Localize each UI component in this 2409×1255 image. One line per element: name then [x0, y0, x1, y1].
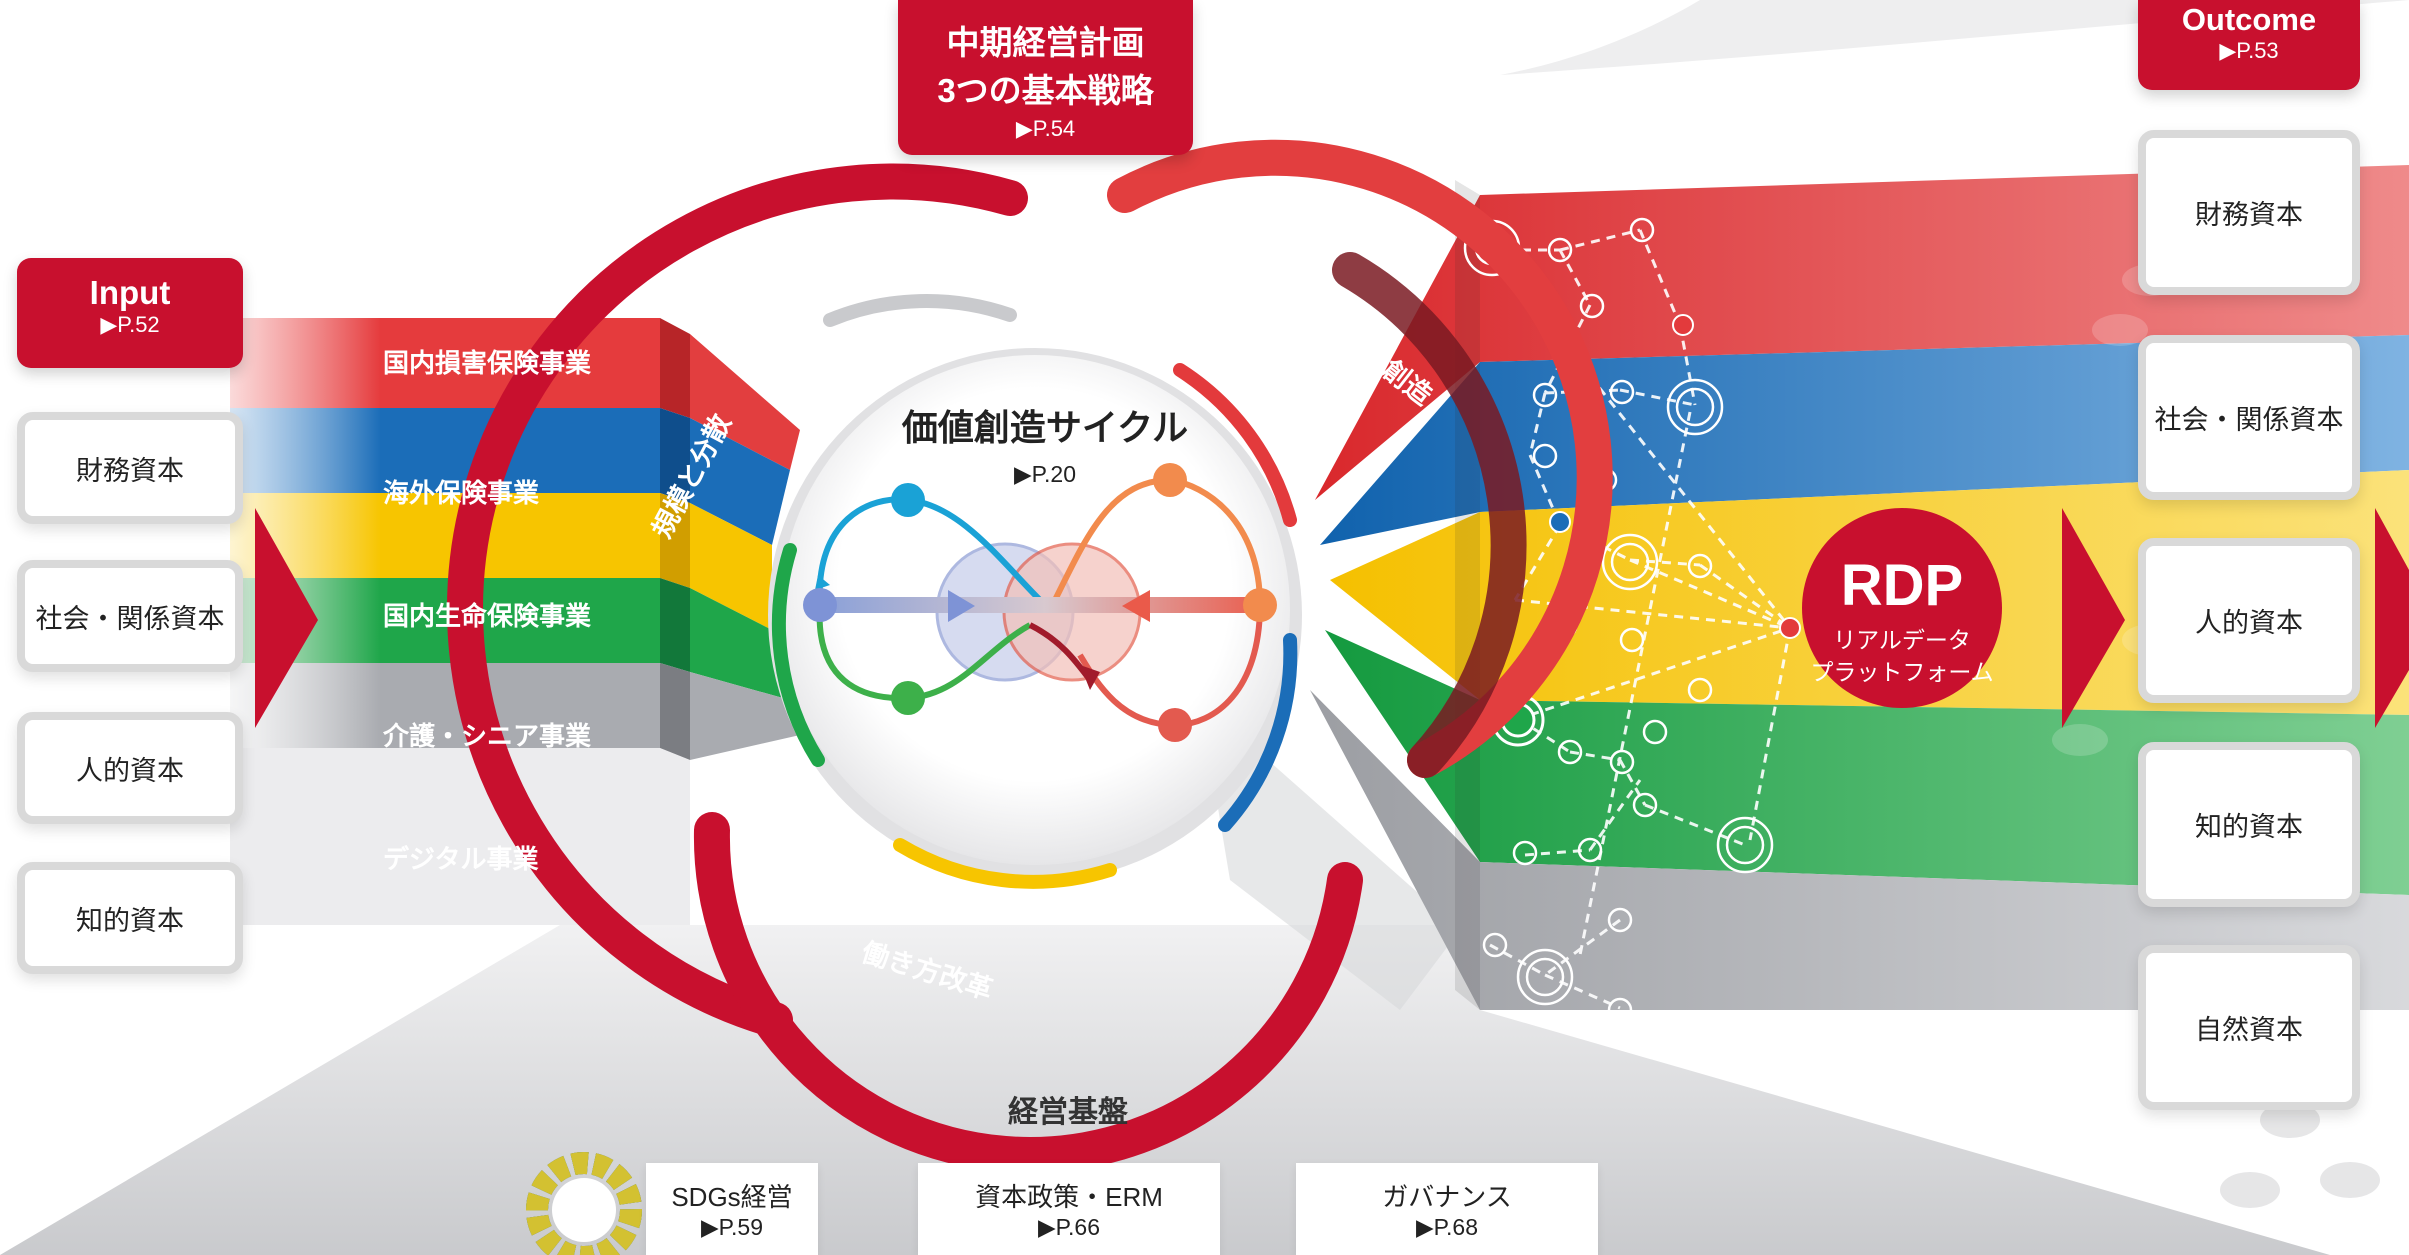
outcome-title: Outcome [2181, 2, 2317, 37]
foundation-item-capital-policy: 資本政策・ERM ▶P.66 [918, 1163, 1220, 1255]
mid-term-plan-box: 中期経営計画 3つの基本戦略 ▶P.54 [898, 0, 1193, 155]
foundation-item-governance: ガバナンス ▶P.68 [1296, 1163, 1598, 1255]
cycle-ref: ▶P.20 [1014, 461, 1076, 487]
business-label: 介護・シニア事業 [382, 721, 591, 751]
foundation-item-label: SDGs経営 [671, 1182, 793, 1212]
outcome-capital: 社会・関係資本 [2138, 335, 2360, 500]
input-box: Input ▶P.52 [17, 258, 243, 368]
outcome-capital: 財務資本 [2138, 130, 2360, 295]
business-label: デジタル事業 [383, 844, 538, 874]
foundation-item-label: 資本政策・ERM [975, 1182, 1163, 1212]
input-capital: 人的資本 [17, 712, 243, 824]
input-capital: 知的資本 [17, 862, 243, 974]
outcome-capital: 人的資本 [2138, 538, 2360, 703]
rdp-line2: プラットフォーム [1810, 659, 1993, 685]
cycle-title: 価値創造サイクル [901, 407, 1188, 448]
outcome-box: Outcome ▶P.53 [2138, 0, 2360, 90]
mid-term-plan-title-2: 3つの基本戦略 [937, 72, 1154, 109]
foundation-title: 経営基盤 [1008, 1095, 1128, 1129]
outcome-ref: ▶P.53 [2219, 38, 2279, 63]
foundation-item-sdgs: SDGs経営 ▶P.59 [646, 1163, 818, 1255]
foundation-item-label: ガバナンス [1382, 1182, 1512, 1212]
input-capital: 財務資本 [17, 412, 243, 524]
rdp-line1: リアルデータ [1833, 627, 1971, 653]
foundation-item-ref: ▶P.59 [700, 1214, 764, 1240]
input-title: Input [89, 274, 171, 311]
outcome-capital: 自然資本 [2138, 945, 2360, 1110]
business-label: 海外保険事業 [383, 478, 539, 508]
foundation-item-ref: ▶P.66 [1037, 1214, 1101, 1240]
rdp-title: RDP [1841, 553, 1963, 618]
outcome-capital: 知的資本 [2138, 742, 2360, 907]
input-ref: ▶P.52 [100, 312, 160, 337]
foundation-item-ref: ▶P.68 [1415, 1214, 1479, 1240]
business-label: 国内損害保険事業 [383, 348, 591, 378]
business-label: 国内生命保険事業 [383, 601, 591, 631]
input-capital: 社会・関係資本 [17, 560, 243, 672]
mid-term-plan-ref: ▶P.54 [1015, 116, 1076, 141]
mid-term-plan-title-1: 中期経営計画 [946, 24, 1145, 61]
